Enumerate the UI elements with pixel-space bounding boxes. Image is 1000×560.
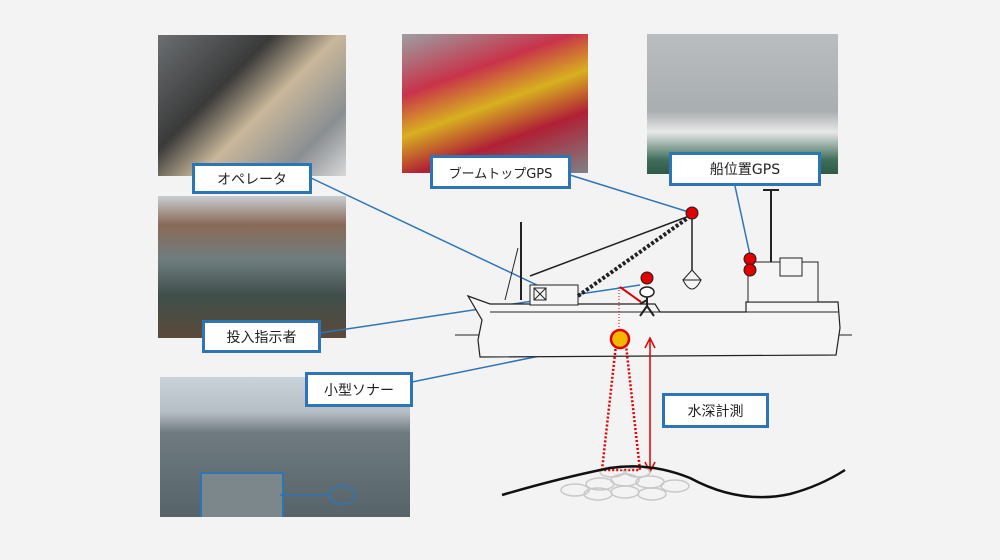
- rubble-mound: [560, 466, 690, 501]
- seabed-line: [501, 465, 846, 499]
- operator-label: オペレータ: [192, 163, 312, 194]
- depth-measurement-label: 水深計測: [662, 393, 769, 428]
- sonar-photo: [160, 377, 410, 517]
- boom-top-gps-label: ブームトップGPS: [430, 155, 571, 189]
- boom-gps-marker: [685, 206, 699, 220]
- crane-boom: [576, 213, 694, 298]
- ship-position-gps-label: 船位置GPS: [669, 152, 821, 186]
- boom-gps-leader: [569, 174, 693, 214]
- ship-gps-leader: [734, 185, 751, 256]
- ship-gps-marker: [743, 252, 757, 266]
- grab-bucket: [682, 279, 702, 290]
- throw-instructor-label: 投入指示者: [202, 320, 321, 353]
- operator-leader: [310, 177, 561, 297]
- sonar-marker: [609, 328, 631, 350]
- throw-instructor-photo: [158, 196, 346, 338]
- ship-gps-photo: [647, 34, 838, 174]
- operator-photo: [158, 35, 346, 176]
- sonar-inset: [200, 472, 284, 517]
- ship-hull: [466, 294, 841, 358]
- boom-top-photo: [402, 34, 588, 173]
- small-sonar-label: 小型ソナー: [305, 372, 413, 407]
- sonar-beam: [600, 344, 642, 472]
- sonar-highlight-ellipse: [328, 485, 356, 505]
- instructor-figure-head: [640, 271, 654, 285]
- crane-wire: [529, 214, 693, 277]
